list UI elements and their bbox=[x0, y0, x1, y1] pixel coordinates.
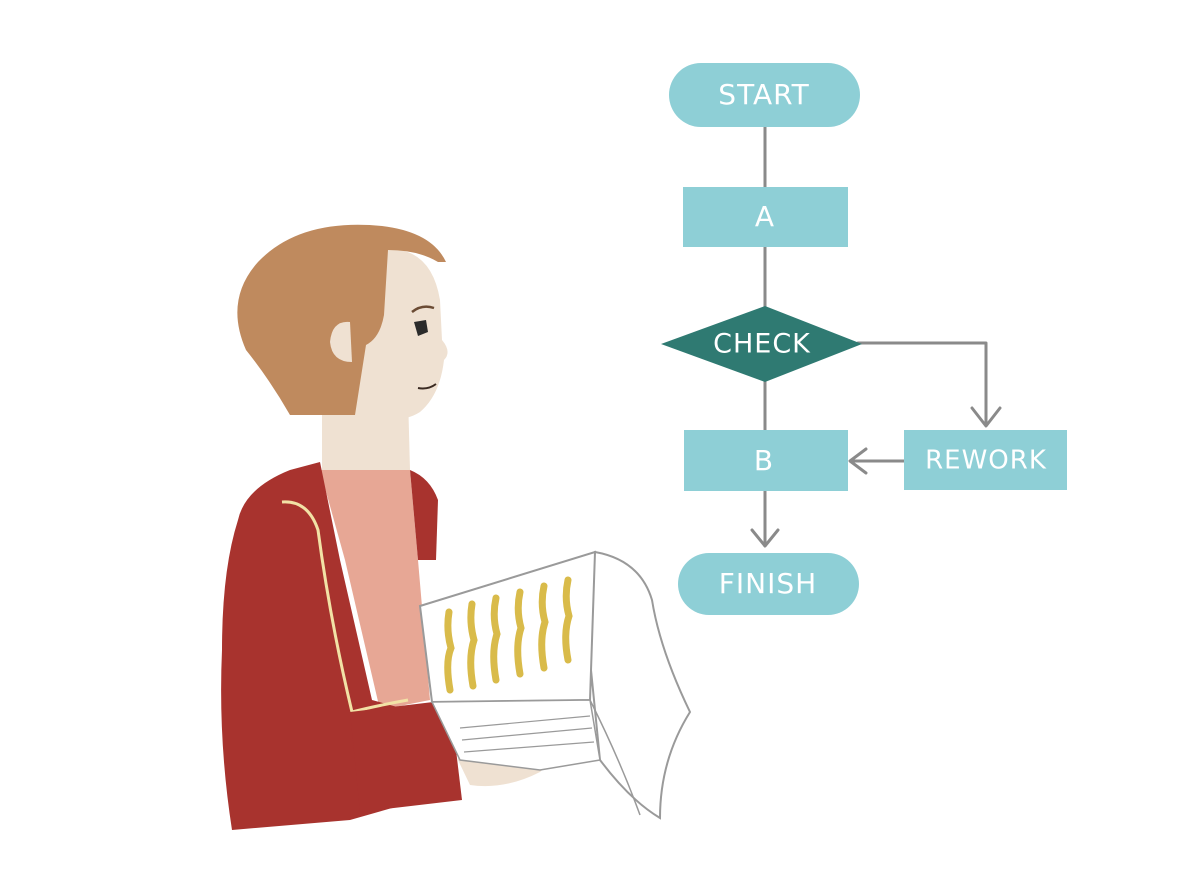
node-b: B bbox=[684, 430, 848, 491]
node-a: A bbox=[683, 187, 848, 247]
hair bbox=[237, 224, 446, 415]
arrowhead-finish bbox=[750, 528, 780, 548]
node-start-label: START bbox=[718, 78, 809, 111]
node-start-shape bbox=[669, 63, 860, 127]
flowchart-connectors bbox=[750, 125, 1002, 548]
node-check-label: CHECK bbox=[713, 329, 811, 360]
node-check: CHECK bbox=[661, 306, 862, 382]
document-column-3 bbox=[490, 594, 501, 684]
jacket-sleeve bbox=[350, 700, 462, 812]
document-column-1 bbox=[444, 608, 455, 694]
document-column-4 bbox=[514, 588, 525, 678]
document-back-page-2 bbox=[589, 699, 641, 816]
jacket-trim bbox=[281, 500, 409, 714]
ear bbox=[330, 321, 352, 362]
arrowhead-b-from-rework bbox=[848, 447, 868, 475]
arrowhead-rework bbox=[970, 406, 1002, 428]
flowchart: START A CHECK B REWORK FINISH bbox=[661, 63, 1067, 615]
node-finish: FINISH bbox=[678, 553, 859, 615]
node-a-shape bbox=[683, 187, 848, 247]
eyebrow bbox=[411, 305, 435, 314]
document-column-6 bbox=[562, 576, 573, 664]
jacket-lapel-right bbox=[410, 470, 438, 560]
node-rework-shape bbox=[904, 430, 1067, 490]
document-text-columns bbox=[444, 576, 573, 694]
node-start: START bbox=[669, 63, 860, 127]
node-b-label: B bbox=[754, 444, 774, 477]
shirt bbox=[320, 470, 430, 710]
edge-check-to-rework bbox=[856, 341, 988, 427]
node-rework: REWORK bbox=[904, 430, 1067, 490]
node-b-shape bbox=[684, 430, 848, 491]
document-stack-line-2 bbox=[461, 727, 593, 741]
document-column-2 bbox=[467, 600, 478, 690]
node-finish-shape bbox=[678, 553, 859, 615]
document-stack-line-3 bbox=[463, 741, 595, 753]
document-column-5 bbox=[538, 582, 549, 672]
document bbox=[418, 550, 692, 820]
mouth bbox=[417, 383, 437, 390]
eye bbox=[414, 320, 428, 336]
node-a-label: A bbox=[755, 200, 775, 233]
document-stack-line-1 bbox=[459, 715, 591, 729]
node-rework-label: REWORK bbox=[925, 446, 1047, 476]
node-check-shape bbox=[661, 306, 862, 382]
node-finish-label: FINISH bbox=[719, 567, 817, 600]
